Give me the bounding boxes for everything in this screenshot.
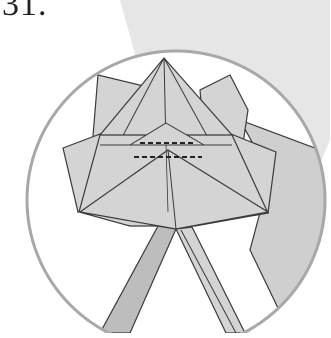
step-number-label: 31. xyxy=(2,0,48,22)
